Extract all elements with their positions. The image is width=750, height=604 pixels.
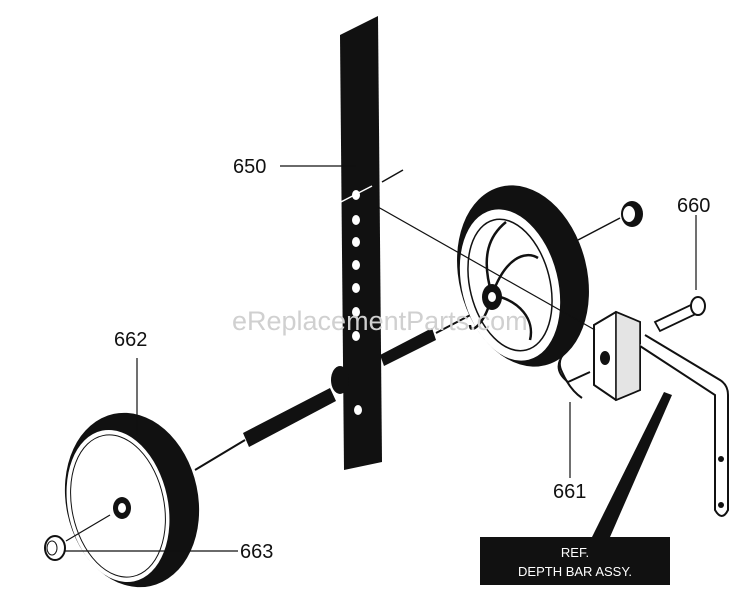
guide-line bbox=[377, 206, 596, 331]
pin-660 bbox=[653, 215, 706, 333]
watermark: eReplacementParts.com bbox=[232, 306, 528, 336]
reference-line-2: DEPTH BAR ASSY. bbox=[518, 564, 632, 579]
hub-cap-left bbox=[44, 514, 111, 561]
label-661: 661 bbox=[553, 481, 586, 503]
label-650: 650 bbox=[233, 156, 266, 178]
hairpin-clip-661 bbox=[557, 351, 591, 478]
label-662: 662 bbox=[114, 329, 147, 351]
axle-rod bbox=[194, 309, 481, 471]
depth-bar-bracket bbox=[593, 310, 729, 517]
right-wheel bbox=[457, 185, 589, 367]
reference-pointer bbox=[592, 392, 672, 537]
callout-leaders bbox=[64, 165, 356, 552]
left-wheel bbox=[64, 412, 200, 588]
reference-box: REF. DEPTH BAR ASSY. bbox=[480, 537, 670, 585]
label-663: 663 bbox=[240, 541, 273, 563]
label-660: 660 bbox=[677, 195, 710, 217]
reference-line-1: REF. bbox=[561, 545, 589, 560]
wheel-bracket-650 bbox=[331, 16, 404, 470]
hub-cap-right bbox=[577, 201, 643, 241]
